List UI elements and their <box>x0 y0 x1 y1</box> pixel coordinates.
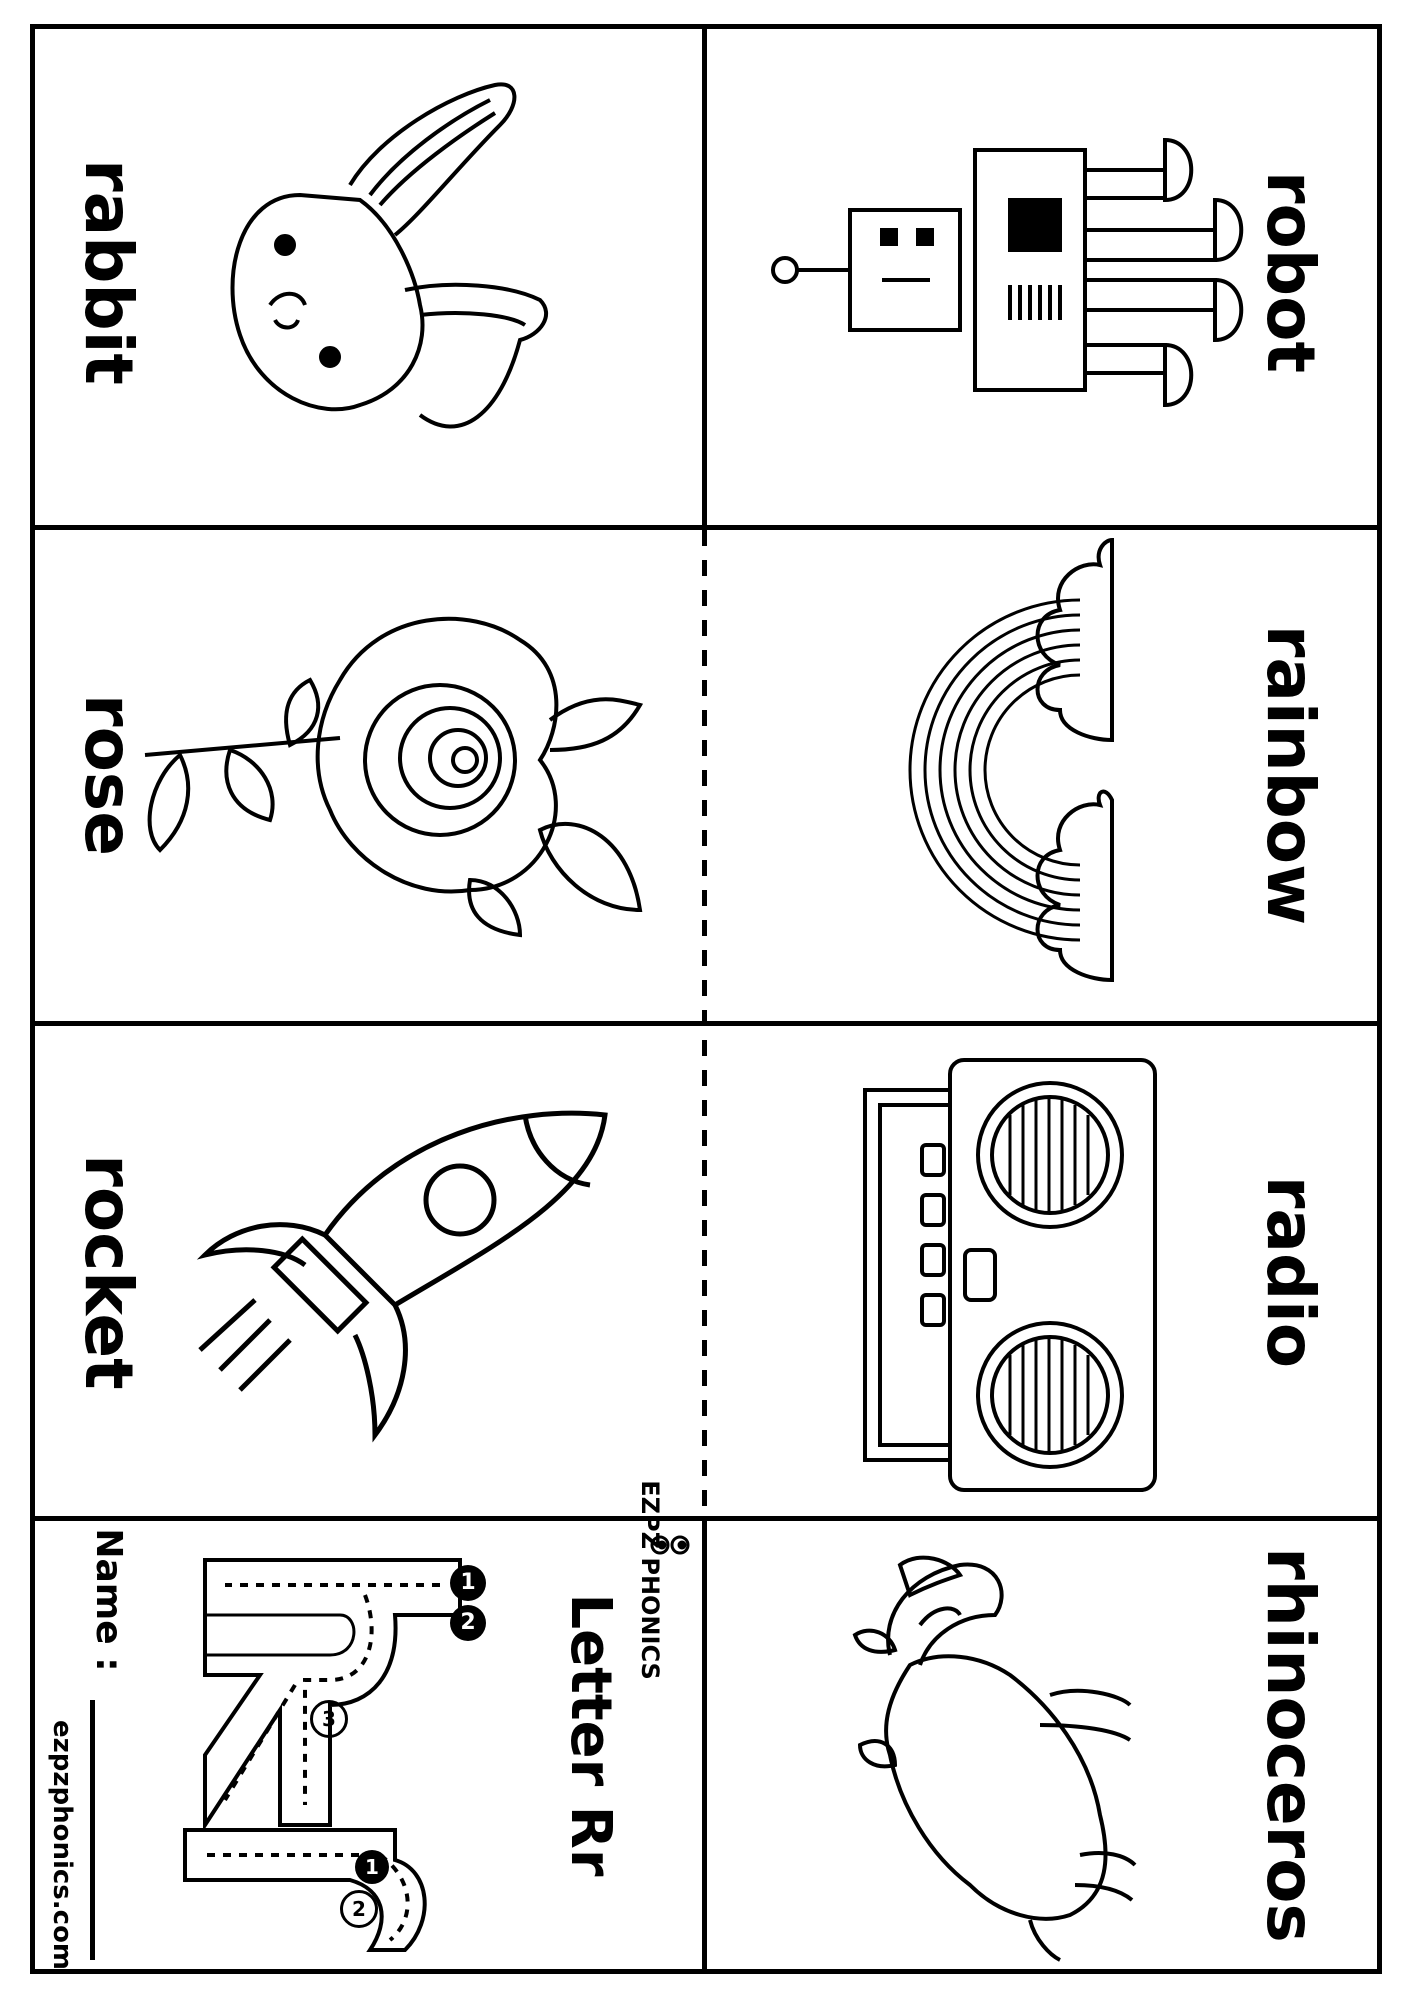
card-word-rainbow: rainbow <box>1252 624 1329 926</box>
stroke-number-2: 2 <box>450 1605 486 1641</box>
column-divider <box>702 24 707 529</box>
card-word-rocket: rocket <box>70 1154 147 1390</box>
stroke-number-2-lower: 2 <box>340 1890 378 1928</box>
card-word-rose: rose <box>70 694 147 856</box>
column-divider <box>702 1516 707 1974</box>
stroke-number-1-lower: 1 <box>355 1850 389 1884</box>
name-write-line <box>90 1700 95 1960</box>
uppercase-r-tracing <box>200 1555 500 1845</box>
name-label: Name : <box>88 1528 129 1672</box>
robot-icon <box>770 130 1250 410</box>
stroke-number-1: 1 <box>450 1565 486 1601</box>
card-word-rhinoceros: rhinoceros <box>1252 1547 1329 1943</box>
rabbit-icon <box>220 75 560 455</box>
rainbow-icon <box>900 537 1120 983</box>
rocket-icon <box>195 1105 615 1445</box>
card-word-radio: radio <box>1252 1175 1329 1369</box>
stroke-number-3: 3 <box>310 1700 348 1738</box>
logo-eyes-icon <box>650 1530 690 1560</box>
fold-line-dashed <box>702 530 707 1520</box>
rhinoceros-icon <box>850 1555 1140 1965</box>
cover-title: Letter Rr <box>558 1593 623 1877</box>
card-word-robot: robot <box>1252 170 1329 374</box>
ezpz-phonics-logo: EZPZ PHONICS <box>636 1480 664 1680</box>
card-word-rabbit: rabbit <box>70 159 147 385</box>
website-url: ezpzphonics.com <box>47 1719 77 1971</box>
radio-icon <box>860 1058 1160 1492</box>
rose-icon <box>140 610 660 940</box>
lowercase-r-tracing <box>180 1820 440 1960</box>
